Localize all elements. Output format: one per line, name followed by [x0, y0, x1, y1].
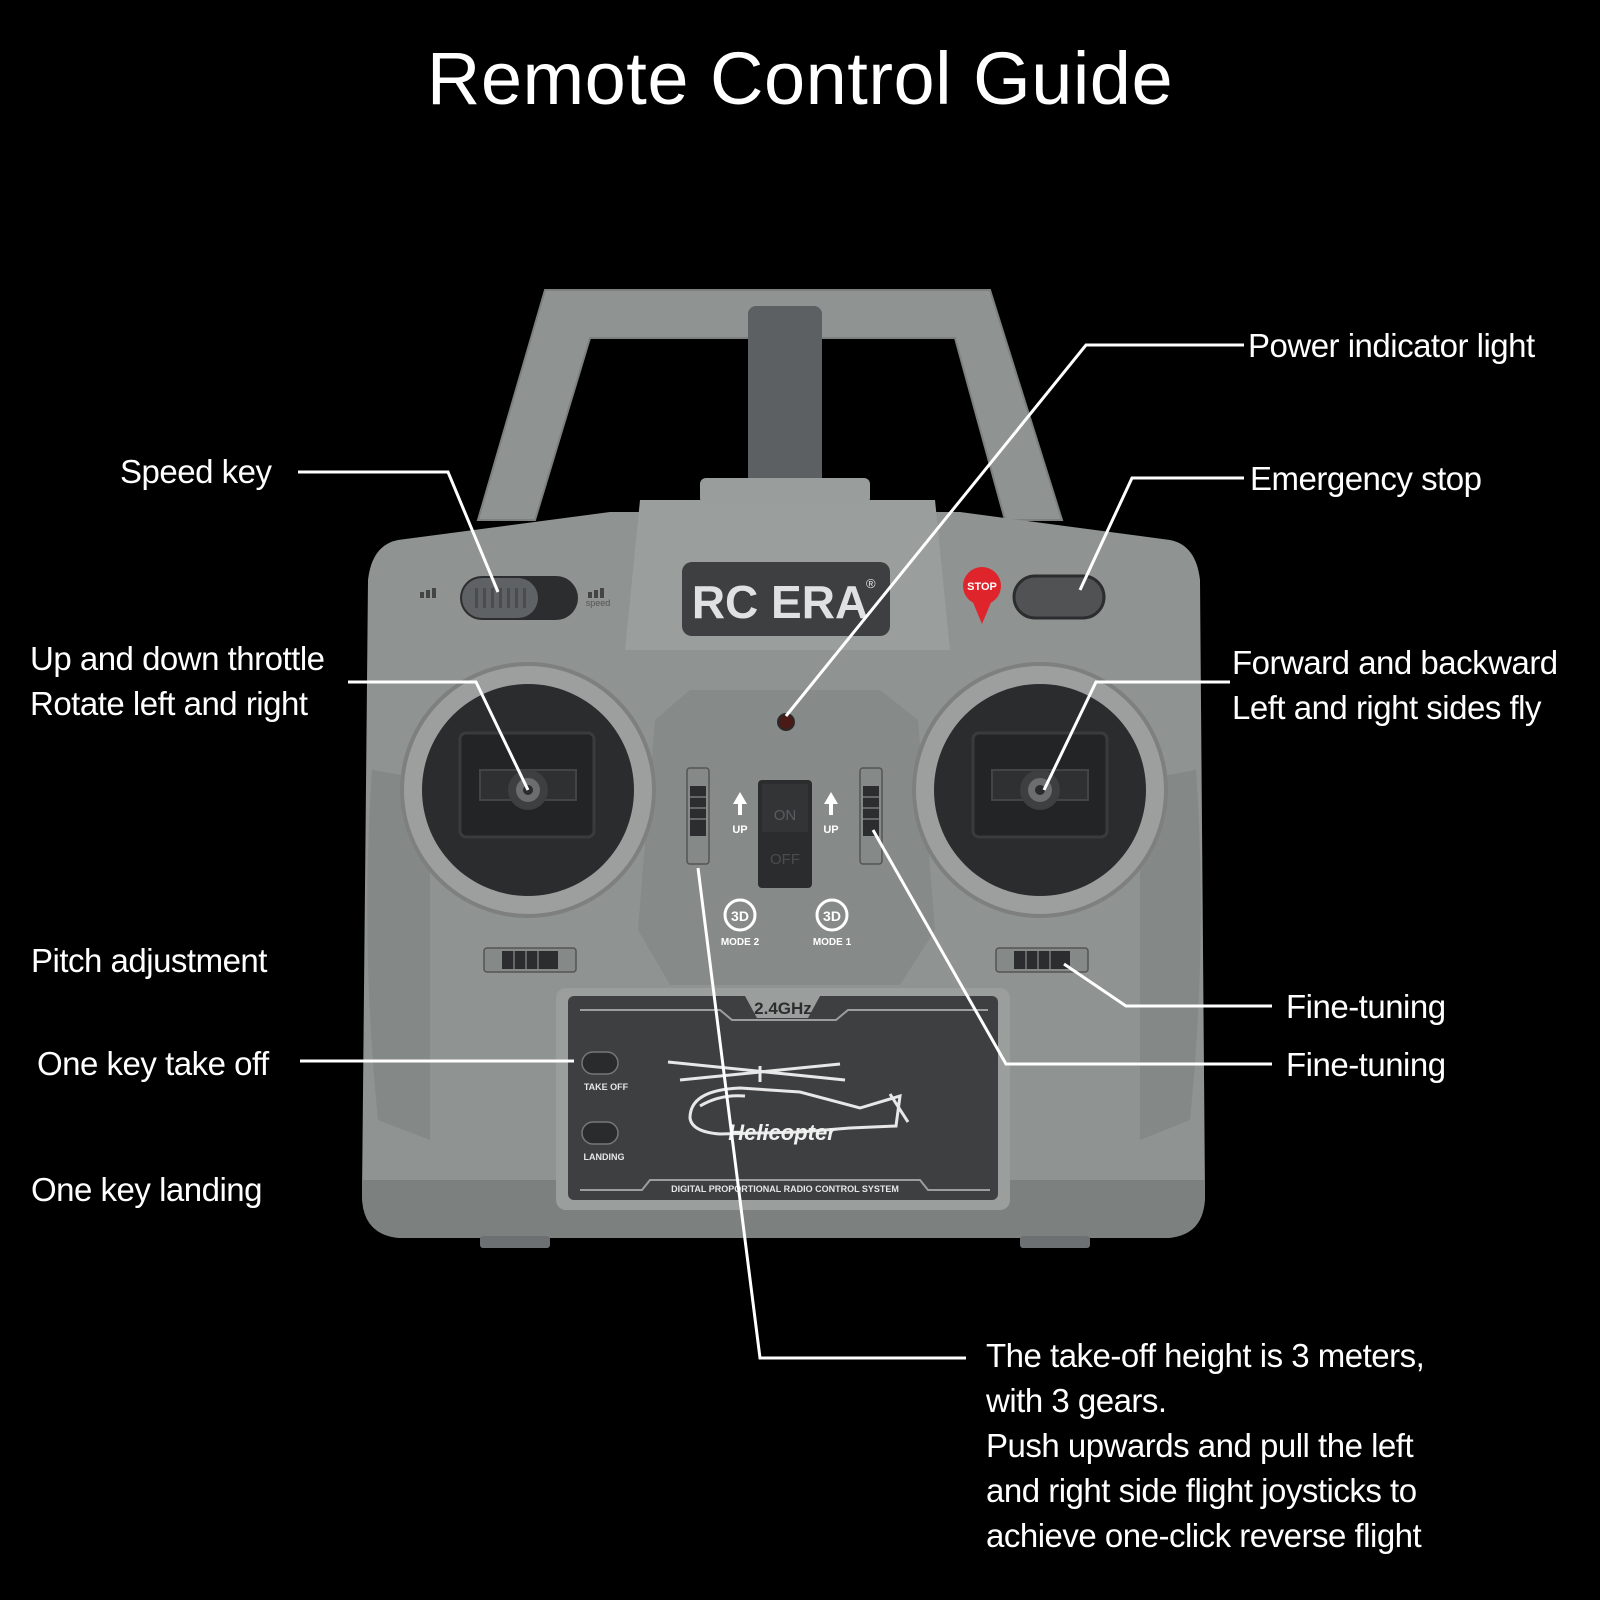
label-fine-tuning-2: Fine-tuning	[1286, 1046, 1446, 1083]
speed-high-icon	[588, 588, 604, 598]
mode1-3d-icon: 3D	[815, 898, 849, 932]
leader-power	[784, 343, 1244, 717]
label-forward-line2: Left and right sides fly	[1232, 689, 1542, 726]
label-power: Power indicator light	[1248, 327, 1535, 364]
note-line2: with 3 gears.	[986, 1382, 1167, 1419]
antenna	[748, 306, 822, 491]
up-label-right: UP	[823, 824, 838, 836]
note-line5: achieve one-click reverse flight	[986, 1517, 1422, 1554]
label-throttle: Up and down throttle Rotate left and rig…	[30, 636, 325, 726]
up-arrow-left-icon	[733, 792, 747, 815]
label-forward-line1: Forward and backward	[1232, 644, 1558, 681]
label-speed-key: Speed key	[120, 453, 272, 490]
left-vertical-trim	[686, 767, 710, 865]
leader-fine2	[871, 829, 1272, 1066]
note-line1: The take-off height is 3 meters,	[986, 1337, 1425, 1374]
label-emergency: Emergency stop	[1250, 460, 1482, 497]
label-takeoff-height-note: The take-off height is 3 meters, with 3 …	[986, 1333, 1425, 1558]
leader-emergency	[1078, 476, 1244, 591]
power-off-text: OFF	[770, 851, 800, 868]
mode2-3d-icon: 3D	[723, 898, 757, 932]
label-pitch: Pitch adjustment	[31, 942, 267, 979]
label-fine-tuning-1: Fine-tuning	[1286, 988, 1446, 1025]
info-panel	[568, 996, 998, 1200]
right-joystick	[1020, 770, 1060, 810]
power-on-text: ON	[774, 807, 797, 824]
leader-throttle	[348, 680, 530, 791]
leader-takeoff-height	[696, 867, 966, 1360]
speed-text: speed	[586, 598, 611, 608]
system-text: DIGITAL PROPORTIONAL RADIO CONTROL SYSTE…	[671, 1184, 899, 1194]
right-vertical-trim	[859, 767, 883, 865]
mode2-label: MODE 2	[721, 937, 760, 948]
label-forward: Forward and backward Left and right side…	[1232, 640, 1558, 730]
model-text: Helicopter	[728, 1120, 837, 1145]
page-title: Remote Control Guide	[426, 37, 1174, 120]
landing-btn-label: LANDING	[584, 1152, 625, 1162]
note-line4: and right side flight joysticks to	[986, 1472, 1417, 1509]
takeoff-btn-label: TAKE OFF	[584, 1082, 629, 1092]
leader-lines	[298, 343, 1272, 1360]
emergency-stop-button	[1012, 574, 1106, 620]
label-throttle-line1: Up and down throttle	[30, 640, 325, 677]
label-throttle-line2: Rotate left and right	[30, 685, 308, 722]
takeoff-button	[581, 1051, 619, 1075]
helicopter-icon	[667, 1060, 910, 1136]
leader-forward	[1042, 680, 1230, 791]
label-takeoff: One key take off	[37, 1045, 269, 1082]
stop-badge-text: STOP	[967, 581, 997, 593]
power-led	[777, 713, 795, 731]
up-label-left: UP	[732, 824, 747, 836]
speed-low-icon	[420, 588, 436, 598]
leader-fine1	[1063, 962, 1272, 1008]
right-horizontal-trim	[995, 947, 1089, 973]
landing-button	[581, 1121, 619, 1145]
up-arrow-right-icon	[824, 792, 838, 815]
frequency-text: 2.4GHz	[754, 999, 812, 1018]
svg-text:3D: 3D	[823, 908, 841, 924]
registered-mark: ®	[866, 576, 876, 591]
mode1-label: MODE 1	[813, 937, 852, 948]
leader-speed-key	[298, 470, 500, 593]
stop-badge-icon: STOP	[963, 567, 1001, 624]
brand-text: RC ERA	[692, 576, 868, 628]
brand-logo	[682, 562, 890, 636]
label-landing: One key landing	[31, 1171, 263, 1208]
note-line3: Push upwards and pull the left	[986, 1427, 1414, 1464]
left-horizontal-trim	[483, 947, 577, 973]
svg-text:3D: 3D	[731, 908, 749, 924]
